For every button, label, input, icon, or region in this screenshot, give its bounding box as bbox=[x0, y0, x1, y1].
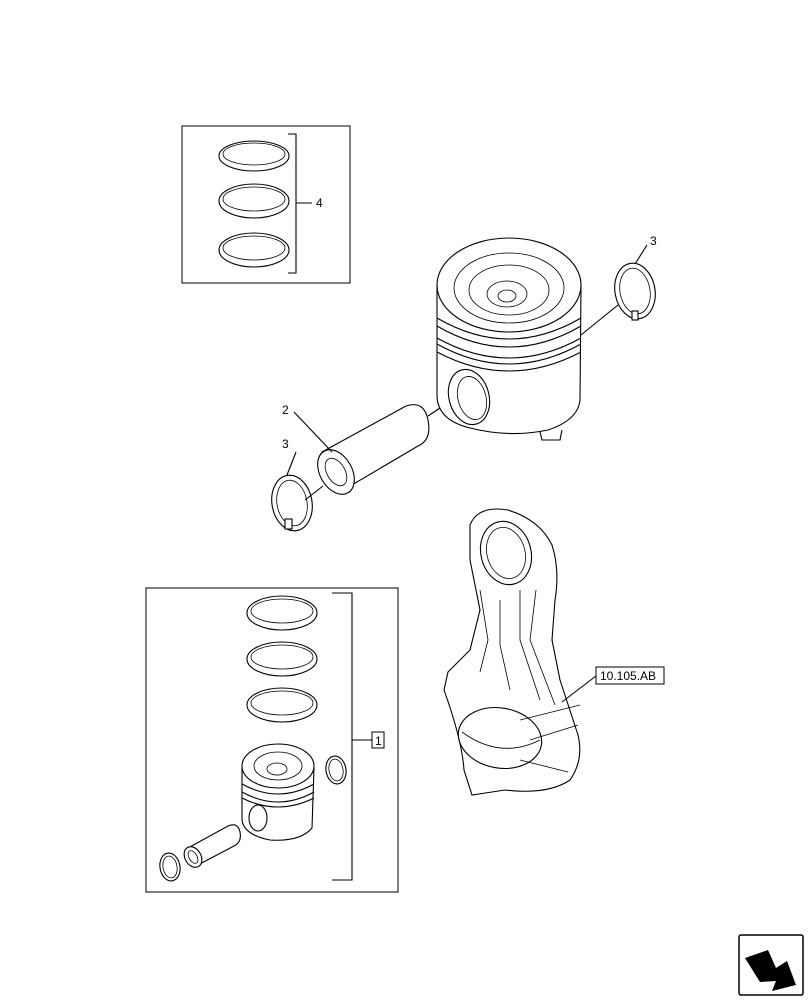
circlip-top: 3 bbox=[580, 234, 657, 336]
callout-circlip-bottom: 3 bbox=[282, 437, 289, 451]
kit-piston-pin bbox=[183, 824, 241, 868]
kit-ring-3 bbox=[246, 687, 318, 723]
callout-ring-set: 4 bbox=[316, 196, 323, 210]
kit-ring-1 bbox=[246, 595, 318, 631]
kit-circlip-left bbox=[159, 852, 181, 882]
kit-circlip-right bbox=[325, 755, 347, 785]
piston-ring-1 bbox=[218, 140, 290, 172]
ring-set-bracket bbox=[288, 133, 312, 274]
kit-piston bbox=[241, 743, 315, 841]
piston-ring-set-box: 4 bbox=[181, 125, 351, 284]
piston-kit-box: 1 bbox=[145, 587, 399, 893]
connecting-rod: 10.105.AB bbox=[443, 508, 665, 796]
callout-piston-pin: 2 bbox=[282, 403, 289, 417]
next-page-arrow-icon[interactable] bbox=[738, 934, 804, 996]
piston-pin: 2 bbox=[282, 403, 441, 495]
kit-bracket bbox=[332, 592, 372, 881]
piston-ring-3 bbox=[218, 232, 290, 268]
piston-ring-2 bbox=[218, 183, 290, 219]
callout-circlip-top: 3 bbox=[650, 234, 657, 248]
kit-ring-2 bbox=[246, 641, 318, 677]
callout-conrod-ref[interactable]: 10.105.AB bbox=[600, 669, 656, 683]
circlip-bottom: 3 bbox=[271, 437, 324, 532]
piston bbox=[436, 237, 582, 441]
callout-kit: 1 bbox=[375, 734, 382, 748]
